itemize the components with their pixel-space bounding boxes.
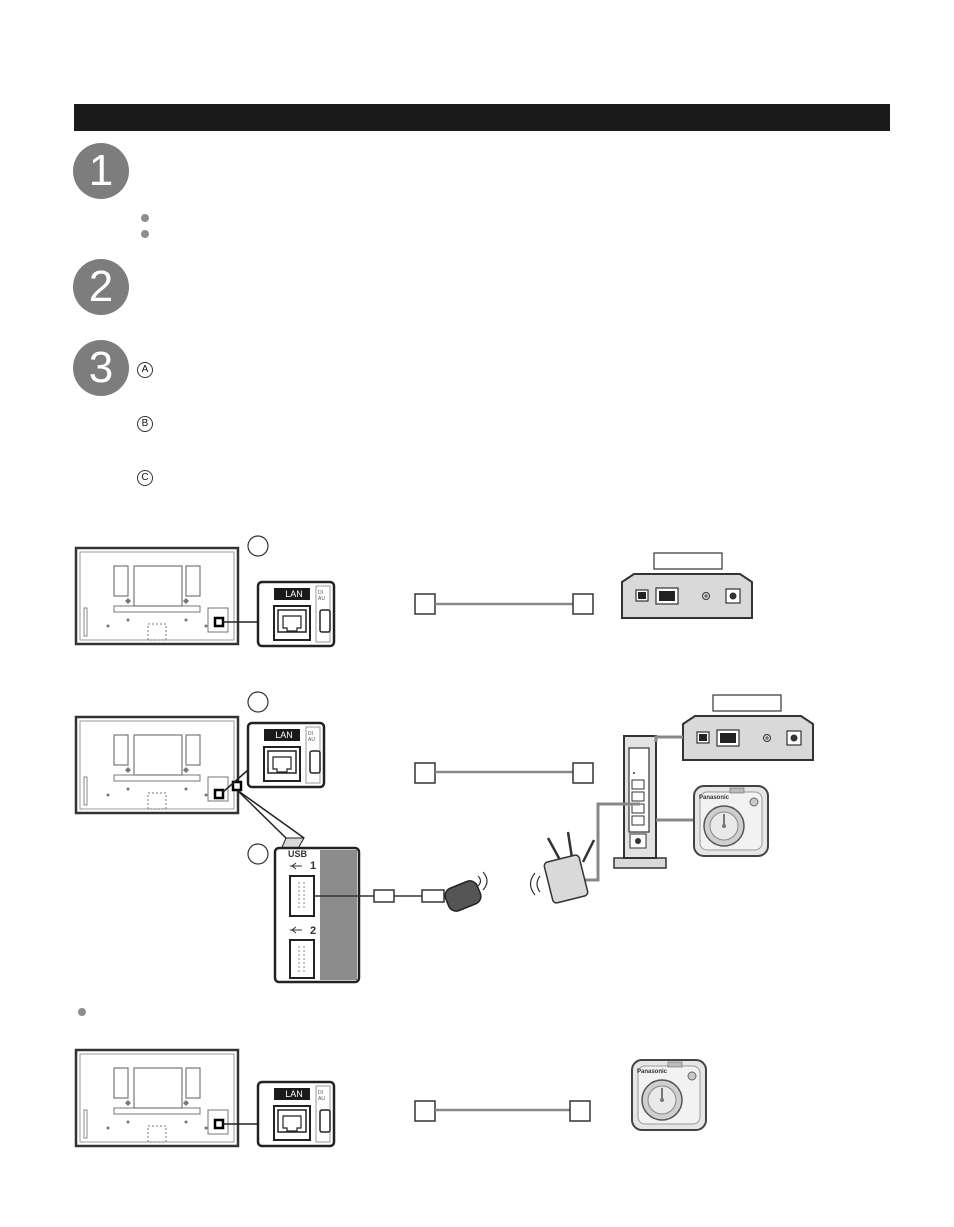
audio-label-b1: DI: [308, 731, 313, 737]
step-1-number: 1: [73, 143, 129, 199]
audio-label-d1: DI: [318, 1090, 323, 1096]
note-bullet: [78, 1008, 86, 1016]
section-a: LAN DI AU: [74, 535, 753, 648]
usb-port-2-label: 2: [310, 925, 316, 937]
step-3-item-a-marker: A: [137, 362, 153, 378]
step-3-item-c-marker: C: [137, 470, 153, 486]
connector-box-left-a: [414, 593, 436, 615]
lan-label-direct: LAN: [285, 1089, 303, 1099]
lan-label-b: LAN: [275, 730, 293, 740]
connector-box-right-a: [572, 593, 594, 615]
marker-a: [247, 535, 269, 557]
audio-label-b2: AU: [308, 737, 315, 743]
connector-box-right-b: [572, 762, 594, 784]
connector-box-right-direct: [569, 1100, 591, 1122]
audio-label-d2: AU: [318, 1096, 325, 1102]
audio-label-a1: DI: [318, 590, 323, 596]
device-label-box-b: [712, 694, 782, 712]
usb-port-1-label: 1: [310, 860, 316, 872]
connector-box-left-direct: [414, 1100, 436, 1122]
device-label-box-a: [653, 552, 723, 570]
audio-label-a2: AU: [318, 596, 325, 602]
section-b: LAN DI AU Panasonic: [74, 691, 814, 984]
usb-label: USB: [288, 849, 308, 859]
wireless-access-point: [529, 831, 596, 904]
hub-router: [613, 735, 667, 869]
connector-box-left-b: [414, 762, 436, 784]
camera-brand-direct: Panasonic: [637, 1069, 668, 1075]
step-2-number: 2: [73, 259, 129, 315]
step-3-item-b-marker: B: [137, 416, 153, 432]
marker-c: [247, 843, 269, 865]
marker-b: [247, 691, 269, 713]
step-1-bullet-1: [141, 214, 149, 222]
step-3-number: 3: [73, 340, 129, 396]
section-direct: LAN DI AU Panasonic: [74, 1048, 707, 1148]
header-bar: [74, 104, 890, 131]
wireless-lan-adapter: [444, 871, 488, 912]
modem-b: [682, 715, 814, 761]
lan-label-a: LAN: [285, 589, 303, 599]
modem-a: [621, 573, 753, 619]
usb-panel: USB 1 2: [273, 846, 361, 984]
step-1-bullet-2: [141, 230, 149, 238]
camera-brand-b: Panasonic: [699, 795, 730, 801]
